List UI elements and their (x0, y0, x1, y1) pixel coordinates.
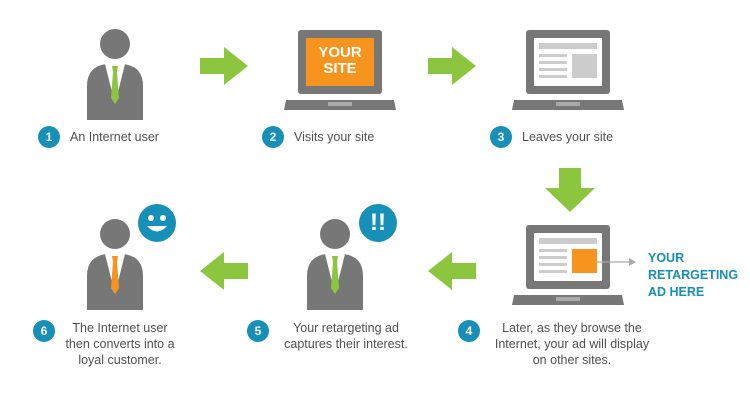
step-4-label: Later, as they browse the Internet, your… (482, 320, 662, 368)
ad-callout-line-1: YOUR (648, 251, 685, 265)
laptop-your-site (284, 30, 396, 110)
retargeting-ad-callout: YOUR RETARGETING AD HERE (648, 250, 738, 301)
step-5-label-line-1: Your retargeting ad (293, 321, 399, 335)
laptop-touchpad (328, 102, 352, 106)
interest-bubble (359, 204, 397, 242)
step-4-badge: 4 (458, 320, 480, 342)
arrow-icon (428, 47, 476, 85)
step-5-label: Your retargeting ad captures their inter… (270, 320, 422, 352)
web-page-image (572, 54, 597, 78)
laptop-touchpad (556, 102, 580, 106)
step-4-label-line-2: Internet, your ad will display (494, 337, 650, 351)
smiley-face-icon (138, 204, 176, 242)
arrow-down-icon (545, 168, 595, 212)
smiley-left-eye (148, 215, 154, 221)
user-tie (331, 256, 339, 294)
smiley-right-eye (160, 215, 166, 221)
ad-callout-line-2: RETARGETING (648, 268, 739, 282)
step-6-label-line-3: loyal customer. (78, 353, 162, 367)
step-6-badge: 6 (33, 320, 55, 342)
site-text-line-2: SITE (323, 60, 357, 77)
customer-figure (87, 219, 143, 310)
step-2-badge: 2 (262, 126, 284, 148)
step-6-label-line-2: then converts into a (65, 337, 175, 351)
arrow-icon (200, 47, 248, 85)
laptop-other-page (512, 30, 624, 110)
step-2-label: Visits your site (294, 130, 375, 144)
user-head (100, 29, 130, 59)
step-6-label-line-1: The Internet user (72, 321, 168, 335)
web-page-header (539, 238, 597, 244)
user-tie (111, 66, 119, 104)
interest-exclamation: !! (370, 209, 386, 236)
step-6-label: The Internet user then converts into a l… (60, 320, 180, 368)
site-screen (306, 38, 374, 86)
web-page-header (539, 43, 597, 49)
ad-callout-line-3: AD HERE (648, 285, 705, 299)
arrow-left-icon (200, 252, 248, 290)
user-head (100, 219, 130, 249)
step-3-badge: 3 (490, 126, 512, 148)
internet-user-figure (87, 29, 143, 120)
step-4-label-line-3: on other sites. (532, 353, 612, 367)
laptop-retargeting-ad (512, 225, 624, 305)
ad-callout-pointer (597, 258, 636, 266)
smiley-mouth (147, 226, 167, 232)
interested-user-figure (307, 219, 363, 310)
step-5-badge: 5 (247, 320, 269, 342)
step-5-label-line-2: captures their interest. (284, 337, 408, 351)
step-3-label: Leaves your site (522, 130, 614, 144)
site-text-line-1: YOUR (318, 44, 362, 61)
user-head (320, 219, 350, 249)
step-4-label-line-1: Later, as they browse the (502, 321, 642, 335)
step-1-badge: 1 (38, 126, 60, 148)
step-1-label: An Internet user (70, 130, 159, 144)
site-screen-text: YOUR SITE (306, 45, 374, 77)
retargeting-ad-slot (572, 249, 597, 273)
laptop-touchpad (556, 297, 580, 301)
customer-tie (111, 256, 119, 294)
arrow-left-icon (428, 252, 476, 290)
